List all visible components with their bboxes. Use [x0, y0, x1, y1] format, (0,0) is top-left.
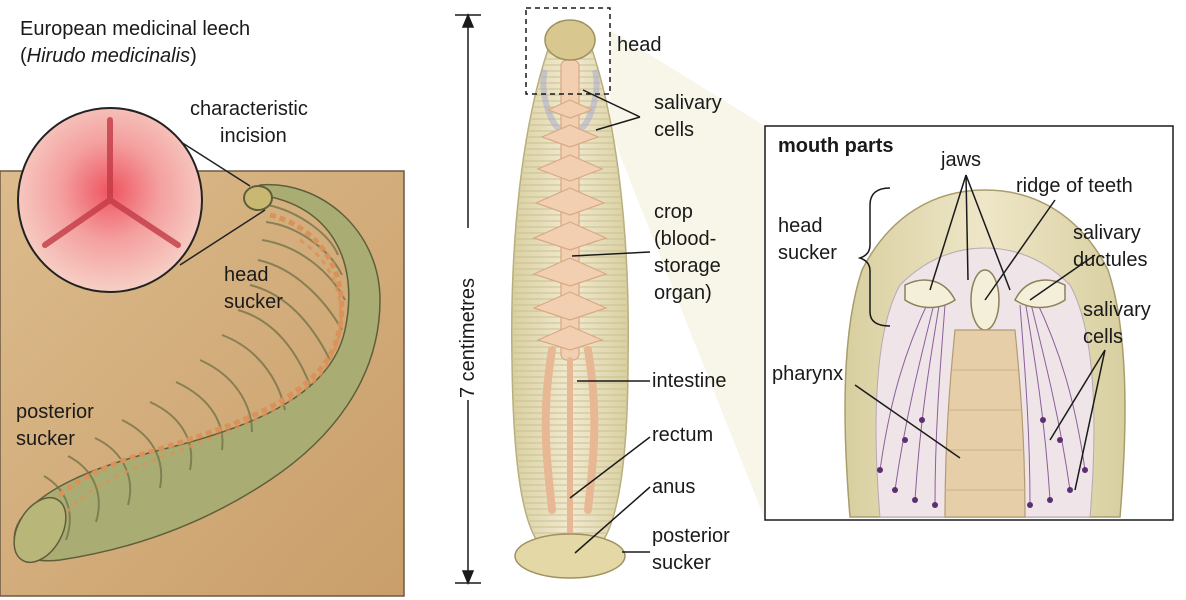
- label-crop-organ: organ): [654, 282, 712, 304]
- incision-magnifier: [17, 107, 266, 293]
- middle-leader-lines: [569, 89, 651, 554]
- zoom-fan: [610, 30, 765, 520]
- mouth-parts-inset: [764, 125, 1174, 521]
- label-intestine: intestine: [652, 370, 727, 392]
- label-anus: anus: [652, 476, 696, 498]
- posterior-sucker-disc: [514, 533, 626, 579]
- head-cap: [544, 19, 596, 61]
- middle-panel-illustration: [455, 7, 765, 585]
- crop-organ: [532, 59, 608, 361]
- label-salivary-ductules-2: ductules: [1073, 249, 1148, 271]
- label-salivary-cells-inset-2: cells: [1083, 326, 1124, 348]
- inset-leader-lines: [854, 174, 1106, 491]
- label-posterior-sucker-left: sucker: [16, 428, 75, 450]
- pharynx-shape: [944, 329, 1026, 518]
- scientific-name: (Hirudo medicinalis): [20, 44, 197, 69]
- label-head-mid: head: [617, 34, 662, 56]
- salivary-gland-fibers: [879, 297, 1086, 506]
- jaws-shapes: [904, 269, 1066, 331]
- label-head-inset: head: [778, 215, 823, 237]
- label-cells-mid: cells: [654, 119, 695, 141]
- label-posterior-left: posterior: [16, 401, 94, 423]
- label-salivary-ductules-1: salivary: [1073, 222, 1141, 244]
- diagram-title: European medicinal leech: [20, 18, 251, 40]
- label-incision: incision: [220, 125, 287, 147]
- head-sucker-shape: [243, 185, 273, 211]
- left-panel-illustration: [0, 107, 405, 597]
- label-crop-blood: (blood-: [654, 228, 717, 250]
- label-jaws: jaws: [941, 149, 982, 171]
- posterior-sucker-shape: [13, 497, 67, 563]
- label-crop: crop: [654, 201, 693, 223]
- label-salivary-mid: salivary: [654, 92, 722, 114]
- inset-title: mouth parts: [778, 135, 894, 157]
- salivary-gland-dots: [877, 417, 1088, 508]
- label-salivary-cells-inset-1: salivary: [1083, 299, 1151, 321]
- head-zoom-box: [525, 7, 611, 95]
- label-crop-storage: storage: [654, 255, 721, 277]
- leech-dorsal-body: [511, 19, 629, 579]
- label-characteristic: characteristic: [190, 98, 308, 120]
- label-rectum: rectum: [652, 424, 714, 446]
- measurement-bar: [455, 13, 481, 585]
- label-pharynx: pharynx: [772, 363, 844, 385]
- label-sucker-left: sucker: [224, 291, 283, 313]
- label-sucker-inset: sucker: [778, 242, 837, 264]
- scientific-name-text: Hirudo medicinalis: [26, 45, 191, 67]
- whole-leech-body: [13, 183, 381, 563]
- scientific-name-close: ): [190, 45, 197, 67]
- label-measurement: 7 centimetres: [457, 277, 479, 398]
- label-posterior-sucker-mid: sucker: [652, 552, 711, 574]
- label-ridge-of-teeth: ridge of teeth: [1016, 175, 1133, 197]
- intestine-organ: [541, 346, 599, 548]
- scientific-name-open: (: [20, 45, 27, 67]
- label-posterior-mid: posterior: [652, 525, 730, 547]
- head-sucker-brace: [857, 187, 891, 327]
- label-head-left: head: [224, 264, 269, 286]
